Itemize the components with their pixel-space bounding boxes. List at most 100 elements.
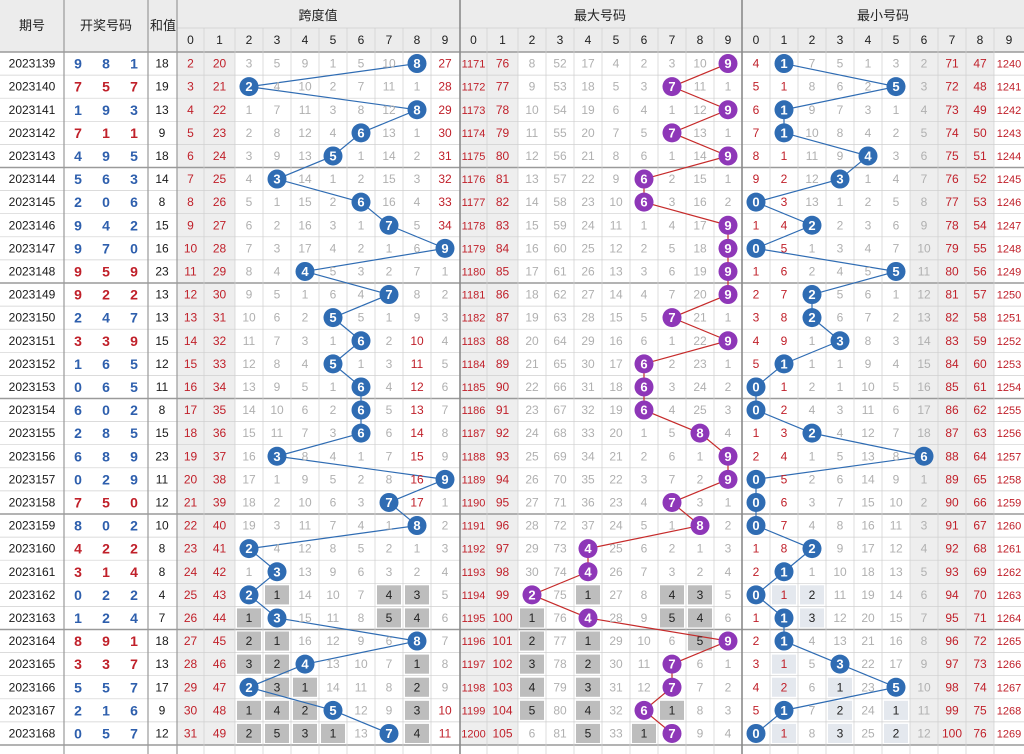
draw-number-2: 1: [102, 702, 110, 718]
min-ball: 0: [746, 723, 766, 743]
draw-number-1: 3: [74, 333, 82, 349]
draw-number-3: 7: [130, 79, 138, 95]
draw-number-3: 2: [130, 402, 138, 418]
svg-text:9: 9: [724, 56, 731, 71]
span-miss-cell: 6: [386, 634, 393, 648]
sum-cell: 8: [159, 542, 166, 556]
svg-text:4: 4: [584, 610, 592, 625]
max-miss-cell: 37: [581, 519, 595, 533]
min-miss-cell: 89: [945, 472, 959, 486]
min-miss-cell: 1: [865, 57, 872, 71]
max-miss-cell: 25: [609, 542, 623, 556]
svg-text:9: 9: [724, 241, 731, 256]
max-miss-cell: 1188: [462, 451, 486, 463]
max-miss-cell: 76: [496, 57, 510, 71]
max-miss-cell: 1198: [462, 682, 486, 694]
svg-text:8: 8: [696, 518, 703, 533]
max-miss-cell: 1: [725, 80, 732, 94]
span-miss-cell: 5: [414, 218, 421, 232]
span-miss-cell: 7: [187, 172, 194, 186]
span-miss-cell: 5: [187, 126, 194, 140]
min-miss-cell: 50: [973, 126, 987, 140]
svg-text:5: 5: [329, 148, 336, 163]
min-miss-cell: 75: [973, 703, 987, 717]
max-miss-cell: 1189: [462, 474, 486, 486]
max-miss-cell: 10: [637, 634, 651, 648]
span-miss-cell: 15: [410, 449, 424, 463]
min-miss-cell: 1: [753, 426, 760, 440]
span-miss-cell: 42: [213, 565, 227, 579]
svg-text:3: 3: [273, 449, 280, 464]
max-miss-cell: 33: [581, 426, 595, 440]
max-miss-cell: 4: [529, 680, 536, 694]
span-miss-cell: 2: [274, 218, 281, 232]
max-miss-cell: 1186: [462, 405, 486, 417]
draw-number-2: 8: [102, 425, 110, 441]
max-miss-cell: 80: [553, 703, 567, 717]
span-miss-cell: 10: [184, 241, 198, 255]
min-miss-cell: 1259: [997, 497, 1021, 509]
span-miss-cell: 11: [271, 426, 284, 440]
min-miss-cell: 2: [753, 634, 760, 648]
span-miss-cell: 4: [358, 288, 365, 302]
draw-number-1: 3: [74, 656, 82, 672]
header-numbers: 开奖号码: [80, 18, 132, 33]
min-miss-cell: 3: [837, 241, 844, 255]
max-miss-cell: 32: [581, 403, 595, 417]
span-ball: 6: [351, 192, 371, 212]
span-miss-cell: 3: [274, 241, 281, 255]
svg-text:1: 1: [780, 125, 787, 140]
sum-cell: 14: [155, 172, 169, 186]
max-miss-cell: 66: [553, 380, 567, 394]
span-miss-cell: 49: [213, 726, 227, 740]
min-miss-cell: 90: [945, 495, 959, 509]
span-miss-cell: 2: [302, 311, 309, 325]
min-miss-cell: 61: [973, 380, 987, 394]
min-miss-cell: 7: [809, 57, 816, 71]
span-miss-cell: 15: [184, 357, 198, 371]
min-miss-cell: 6: [893, 403, 900, 417]
draw-number-1: 0: [74, 471, 82, 487]
max-miss-cell: 31: [609, 680, 623, 694]
draw-number-2: 4: [102, 217, 110, 233]
span-miss-cell: 2: [302, 703, 309, 717]
span-miss-cell: 39: [213, 495, 227, 509]
span-miss-cell: 14: [410, 426, 424, 440]
min-ball: 1: [774, 700, 794, 720]
min-miss-cell: 10: [805, 126, 819, 140]
min-ball: 0: [746, 492, 766, 512]
min-miss-cell: 1: [893, 103, 900, 117]
max-digit-header-8: 8: [697, 33, 704, 47]
span-digit-header-2: 2: [246, 33, 253, 47]
max-ball: 6: [634, 400, 654, 420]
min-miss-cell: 13: [861, 449, 875, 463]
draw-number-2: 9: [102, 102, 110, 118]
max-miss-cell: 55: [553, 126, 567, 140]
min-miss-cell: 94: [945, 588, 959, 602]
svg-text:8: 8: [413, 102, 420, 117]
svg-text:9: 9: [441, 472, 448, 487]
min-miss-cell: 52: [973, 172, 987, 186]
span-ball: 8: [407, 54, 427, 74]
min-miss-cell: 1248: [997, 243, 1021, 255]
max-miss-cell: 12: [525, 149, 539, 163]
max-miss-cell: 35: [581, 472, 595, 486]
min-ball: 6: [914, 446, 934, 466]
max-miss-cell: 2: [697, 472, 704, 486]
span-miss-cell: 27: [184, 634, 198, 648]
min-miss-cell: 7: [921, 611, 928, 625]
span-miss-cell: 10: [298, 495, 312, 509]
min-miss-cell: 11: [862, 403, 875, 417]
max-miss-cell: 1179: [462, 243, 486, 255]
min-miss-cell: 72: [945, 80, 959, 94]
max-box-cell: [576, 723, 600, 743]
max-miss-cell: 56: [553, 149, 567, 163]
max-miss-cell: 5: [641, 126, 648, 140]
min-miss-cell: 63: [973, 426, 987, 440]
span-miss-cell: 10: [270, 403, 284, 417]
min-miss-cell: 8: [809, 80, 816, 94]
min-miss-cell: 8: [781, 311, 788, 325]
span-miss-cell: 3: [358, 264, 365, 278]
span-miss-cell: 2: [414, 680, 421, 694]
draw-number-2: 0: [102, 194, 110, 210]
